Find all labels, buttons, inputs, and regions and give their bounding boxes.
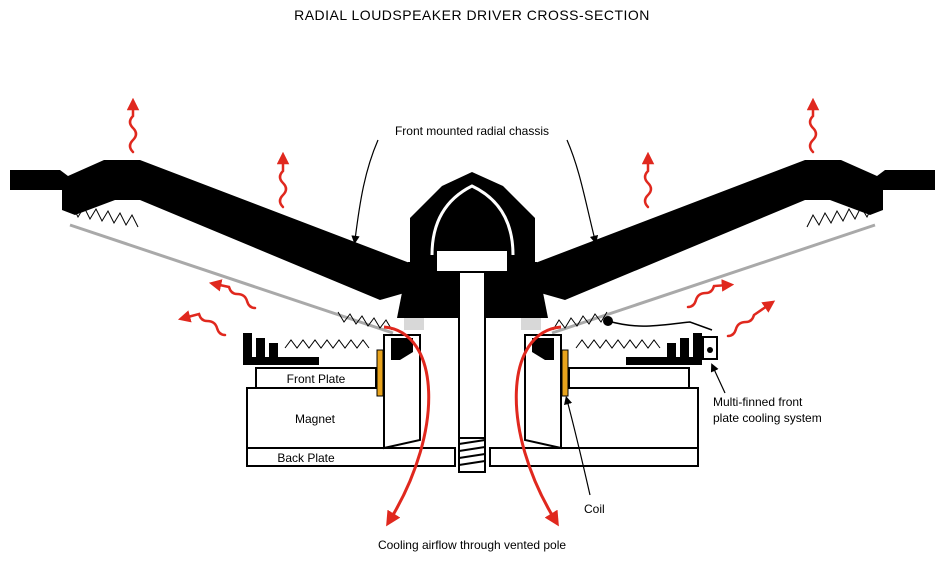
bolt-head [435,249,509,273]
heat-arrow-2 [276,151,290,209]
heat-arrows [126,97,820,338]
front-plate-fins-right [626,333,702,365]
pole-piece-left [383,334,421,450]
coil-right [561,349,569,397]
sensor-cable [607,320,713,331]
airflow-arrow-right [514,325,562,527]
back-plate-right [489,447,699,467]
magnet-left [246,387,385,449]
sensor-dot [603,316,613,326]
label-cooling-system-line1: Multi-finned front [713,395,803,409]
cooling-airflow-arrows [383,325,562,527]
label-back-plate: Back Plate [277,451,335,465]
motor-right [489,316,718,467]
label-airflow: Cooling airflow through vented pole [378,538,566,552]
vented-pole [404,249,541,473]
heat-arrow-7 [686,279,735,309]
label-chassis: Front mounted radial chassis [395,124,549,138]
front-plate-right [568,367,690,389]
label-cooling-system-line2: plate cooling system [713,411,822,425]
label-magnet: Magnet [295,412,336,426]
heat-arrow-6 [177,310,227,337]
pole-piece-right [524,334,562,450]
airflow-arrow-left [383,325,431,527]
dust-cap [410,172,535,262]
suspension [69,223,876,335]
magnet-right [560,387,699,449]
coil-left [376,349,384,397]
motor-left [243,333,456,467]
front-plate-fins-left [243,333,319,365]
dust-cap-highlight [430,184,515,256]
label-front-plate: Front Plate [287,372,346,386]
back-plate-left [246,447,456,467]
heat-arrow-4 [806,97,820,154]
spider-zigzags [71,204,874,349]
callout-lines [351,139,726,496]
diagram-title: RADIAL LOUDSPEAKER DRIVER CROSS-SECTION [294,7,650,23]
bolt-thread [458,437,486,473]
chassis-left-arm [10,160,415,300]
label-coil: Coil [584,502,605,516]
heat-arrow-1 [126,97,140,154]
heat-arrow-5 [208,279,257,310]
chassis-right-arm [530,160,935,300]
heat-arrow-8 [726,300,776,338]
heat-arrow-3 [641,151,655,209]
